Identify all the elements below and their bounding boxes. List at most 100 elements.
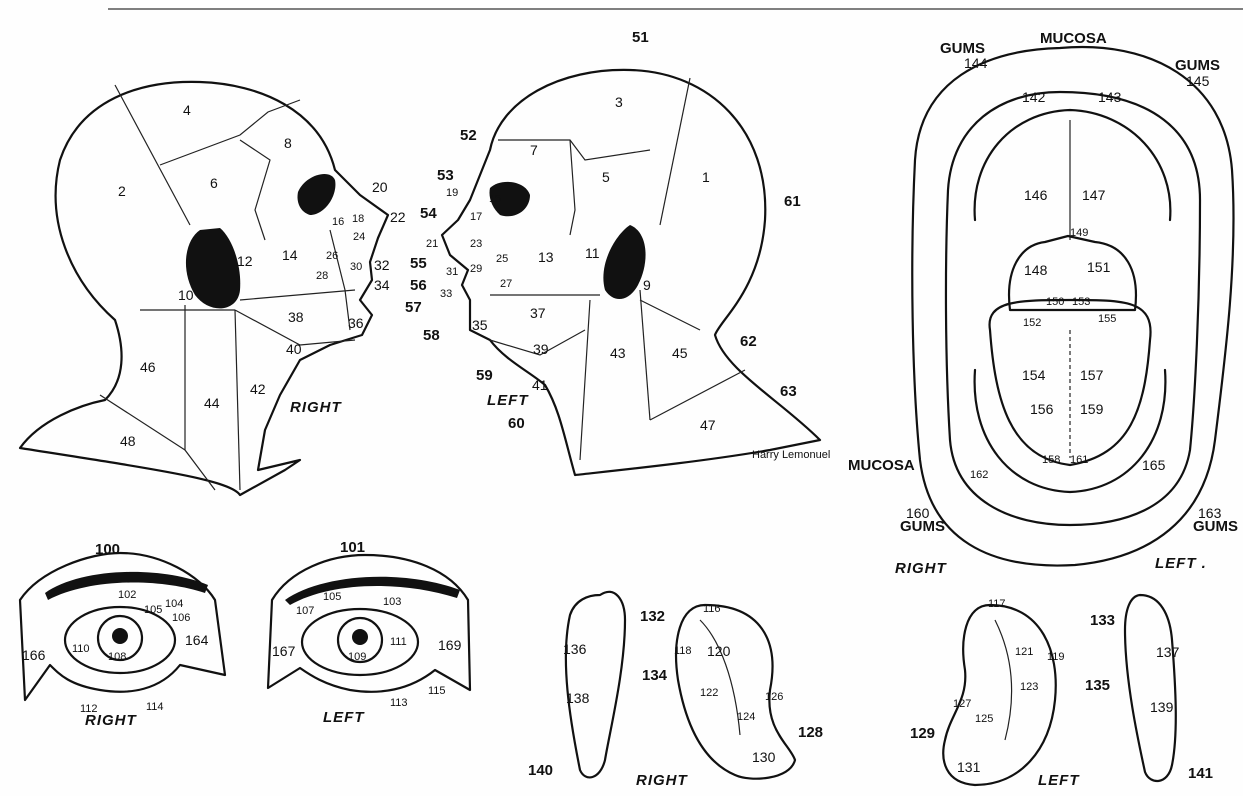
region-number-139: 139 bbox=[1150, 699, 1174, 715]
region-number-123: 123 bbox=[1020, 681, 1038, 693]
region-number-138: 138 bbox=[566, 690, 590, 706]
region-number-55: 55 bbox=[410, 255, 427, 272]
region-number-108: 108 bbox=[108, 651, 126, 663]
region-number-137: 137 bbox=[1156, 644, 1180, 660]
region-number-52: 52 bbox=[460, 127, 477, 144]
region-number-32: 32 bbox=[374, 257, 390, 273]
region-number-40: 40 bbox=[286, 341, 302, 357]
region-number-21: 21 bbox=[426, 238, 438, 250]
region-number-4: 4 bbox=[183, 102, 191, 118]
ear-left-back-outline bbox=[1125, 595, 1176, 781]
region-number-6: 6 bbox=[210, 175, 218, 191]
divider bbox=[640, 300, 700, 330]
region-number-27: 27 bbox=[500, 278, 512, 290]
caption-mouth_right: RIGHT bbox=[895, 560, 948, 577]
ear-left-back bbox=[1125, 595, 1176, 781]
region-number-45: 45 bbox=[672, 345, 688, 361]
region-number-13: 13 bbox=[538, 249, 554, 265]
region-number-33: 33 bbox=[440, 288, 452, 300]
region-number-111: 111 bbox=[390, 636, 407, 648]
caption-ear_left: LEFT bbox=[1038, 772, 1080, 789]
region-number-116: 116 bbox=[703, 603, 721, 615]
region-number-14: 14 bbox=[282, 247, 298, 263]
region-number-7: 7 bbox=[530, 142, 538, 158]
region-number-150: 150 bbox=[1046, 296, 1064, 308]
region-number-159: 159 bbox=[1080, 401, 1104, 417]
region-number-141: 141 bbox=[1188, 765, 1213, 782]
ear-left-front-outline bbox=[943, 605, 1055, 785]
region-number-51: 51 bbox=[632, 29, 649, 46]
region-number-56: 56 bbox=[410, 277, 427, 294]
ear-right-fold bbox=[700, 620, 740, 735]
region-number-42: 42 bbox=[250, 381, 266, 397]
region-number-109: 109 bbox=[348, 651, 366, 663]
region-number-63: 63 bbox=[780, 383, 797, 400]
divider bbox=[650, 370, 745, 420]
region-number-101: 101 bbox=[340, 539, 365, 556]
region-number-143: 143 bbox=[1098, 89, 1122, 105]
region-number-2: 2 bbox=[118, 183, 126, 199]
region-number-100: 100 bbox=[95, 541, 120, 558]
region-number-36: 36 bbox=[348, 315, 364, 331]
region-number-135: 135 bbox=[1085, 677, 1110, 694]
region-number-125: 125 bbox=[975, 713, 993, 725]
region-number-122: 122 bbox=[700, 687, 718, 699]
region-number-39: 39 bbox=[533, 341, 549, 357]
eye-left-diagram bbox=[268, 555, 470, 692]
mouth-label-gums_lower_left: GUMS bbox=[900, 518, 945, 535]
region-number-140: 140 bbox=[528, 762, 553, 779]
region-number-25: 25 bbox=[496, 253, 508, 265]
region-number-121: 121 bbox=[1015, 646, 1033, 658]
region-number-156: 156 bbox=[1030, 401, 1054, 417]
region-number-57: 57 bbox=[405, 299, 422, 316]
region-number-107: 107 bbox=[296, 605, 314, 617]
region-number-115: 115 bbox=[428, 685, 446, 697]
region-number-15: 15 bbox=[489, 193, 501, 205]
region-number-28: 28 bbox=[316, 270, 328, 282]
mouth-label-gums_upper_right_num: 145 bbox=[1186, 73, 1210, 89]
region-number-37: 37 bbox=[530, 305, 546, 321]
divider bbox=[240, 140, 270, 240]
region-number-131: 131 bbox=[957, 759, 981, 775]
region-number-106: 106 bbox=[172, 612, 190, 624]
divider bbox=[160, 100, 300, 165]
region-number-149: 149 bbox=[1070, 227, 1088, 239]
pupil-left bbox=[352, 629, 368, 645]
region-number-62: 62 bbox=[740, 333, 757, 350]
region-number-16: 16 bbox=[332, 216, 344, 228]
region-number-126: 126 bbox=[765, 691, 783, 703]
caption-head_left: LEFT bbox=[487, 392, 529, 409]
region-number-153: 153 bbox=[1072, 296, 1090, 308]
region-number-29: 29 bbox=[470, 263, 482, 275]
mouth-label-gums_upper_right: GUMS bbox=[1175, 57, 1220, 74]
eye-left-brow-region bbox=[268, 555, 470, 692]
region-number-118: 118 bbox=[674, 645, 692, 657]
divider bbox=[330, 230, 350, 330]
region-number-161: 161 bbox=[1070, 454, 1088, 466]
pupil-right bbox=[112, 628, 128, 644]
region-number-136: 136 bbox=[563, 641, 587, 657]
divider bbox=[100, 395, 185, 450]
region-number-158: 158 bbox=[1042, 454, 1060, 466]
region-number-23: 23 bbox=[470, 238, 482, 250]
eye-right-shaded bbox=[298, 174, 336, 215]
region-number-58: 58 bbox=[423, 327, 440, 344]
region-number-110: 110 bbox=[72, 643, 90, 655]
region-number-54: 54 bbox=[420, 205, 437, 222]
region-number-152: 152 bbox=[1023, 317, 1041, 329]
region-number-157: 157 bbox=[1080, 367, 1104, 383]
region-number-148: 148 bbox=[1024, 262, 1048, 278]
region-number-113: 113 bbox=[390, 697, 408, 709]
region-number-3: 3 bbox=[615, 94, 623, 110]
divider bbox=[660, 78, 690, 225]
divider bbox=[640, 290, 650, 420]
region-number-114: 114 bbox=[146, 701, 164, 713]
signature: Harry Lemonuel bbox=[752, 449, 830, 461]
region-number-105: 105 bbox=[323, 591, 341, 603]
region-number-30: 30 bbox=[350, 261, 362, 273]
region-number-130: 130 bbox=[752, 749, 776, 765]
region-number-128: 128 bbox=[798, 724, 823, 741]
region-number-12: 12 bbox=[237, 253, 253, 269]
